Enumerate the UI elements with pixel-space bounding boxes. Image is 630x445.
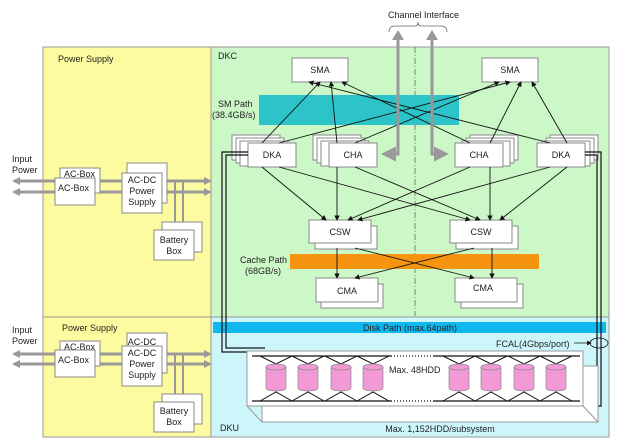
dkc-label: DKC	[218, 51, 238, 61]
hdd-icon	[442, 355, 476, 402]
cache-path-label: Cache Path	[240, 255, 287, 265]
hdd-icon	[259, 355, 293, 402]
dka-right-label: DKA	[552, 150, 571, 160]
input-power-top-line2: Power	[12, 165, 38, 175]
hdd-group	[259, 355, 573, 402]
acdc-bottom-back-label: AC-DC	[128, 337, 157, 347]
channel-interface-brace	[388, 21, 448, 33]
csw-connections	[261, 166, 568, 222]
ac-box-bottom-label: AC-Box	[58, 355, 90, 365]
fcal-port-ellipse	[589, 337, 609, 349]
sm-path-connections	[261, 80, 568, 144]
sma-left-label: SMA	[310, 65, 330, 75]
input-power-bottom-line1: Input	[12, 325, 33, 335]
csw-right-label: CSW	[471, 227, 493, 237]
battery-box-top	[153, 229, 195, 261]
battery-top-line2: Box	[166, 246, 182, 256]
power-supply-bottom-label: Power Supply	[62, 323, 118, 333]
channel-interface-arrows	[381, 30, 449, 162]
hdd-icon	[356, 355, 390, 402]
cache-path-speed: (68GB/s)	[245, 266, 281, 276]
dku-label: DKU	[220, 423, 239, 433]
dka-stack-left	[231, 134, 297, 168]
cache-path-band	[290, 254, 539, 269]
acdc-bottom-line1: AC-DC	[128, 348, 157, 358]
sm-path-speed: (38.4GB/s)	[212, 110, 256, 120]
sma-right-label: SMA	[500, 65, 520, 75]
ac-box-top	[54, 177, 96, 206]
hdd-icon	[539, 355, 573, 402]
channel-interface-label: Channel Interface	[388, 10, 459, 20]
cma-right-label: CMA	[473, 283, 493, 293]
cha-left-label: CHA	[343, 150, 362, 160]
sm-path-label: SM Path	[218, 99, 253, 109]
battery-bottom-line2: Box	[166, 417, 182, 427]
power-supply-top-label: Power Supply	[58, 54, 114, 64]
hdd-icon	[291, 355, 325, 402]
dka-left-label: DKA	[263, 150, 282, 160]
dka-stack-right	[536, 134, 599, 168]
cma-left-label: CMA	[337, 286, 357, 296]
max-hdd-label: Max. 48HDD	[389, 365, 441, 375]
fcal-label: FCAL(4Gbps/port)	[496, 339, 570, 349]
csw-box-right	[449, 219, 513, 244]
disk-path-band	[213, 322, 606, 333]
acdc-top-line3: Supply	[128, 197, 156, 207]
cma-box-right	[454, 277, 518, 303]
cha-right-label: CHA	[469, 150, 488, 160]
ac-box-top-label: AC-Box	[58, 183, 90, 193]
hdd-icon	[474, 355, 508, 402]
battery-box-bottom	[153, 401, 195, 433]
sm-path-band	[259, 95, 459, 125]
cache-path-connections	[334, 247, 495, 280]
subsystem-label: Max. 1,152HDD/subsystem	[385, 424, 495, 434]
sma-box-left	[291, 57, 349, 83]
cma-box-left	[315, 277, 379, 303]
battery-bottom-line1: Battery	[160, 406, 189, 416]
ac-box-bottom	[54, 349, 96, 378]
input-power-top-line1: Input	[12, 154, 33, 164]
hdd-icon	[507, 355, 541, 402]
acdc-bottom-line2: Power	[129, 359, 155, 369]
sma-box-right	[481, 57, 539, 83]
csw-left-label: CSW	[330, 227, 352, 237]
cha-stack-left	[312, 134, 378, 168]
dkc-region	[210, 46, 610, 318]
acdc-top-line1: AC-DC	[128, 175, 157, 185]
battery-top-line1: Battery	[160, 235, 189, 245]
power-lines-bottom	[12, 350, 212, 405]
acdc-power-supply-bottom	[121, 345, 163, 387]
csw-box-left	[308, 219, 372, 244]
acdc-top-line2: Power	[129, 186, 155, 196]
acdc-power-supply-top	[121, 172, 163, 214]
disk-path-label: Disk Path (max.64path)	[363, 323, 457, 333]
input-power-bottom-line2: Power	[12, 336, 38, 346]
ac-box-top-back-label: AC-Box	[64, 169, 96, 179]
acdc-bottom-line3: Supply	[128, 370, 156, 380]
hdd-icon	[324, 355, 358, 402]
ac-box-bottom-back-label: AC-Box	[64, 342, 96, 352]
